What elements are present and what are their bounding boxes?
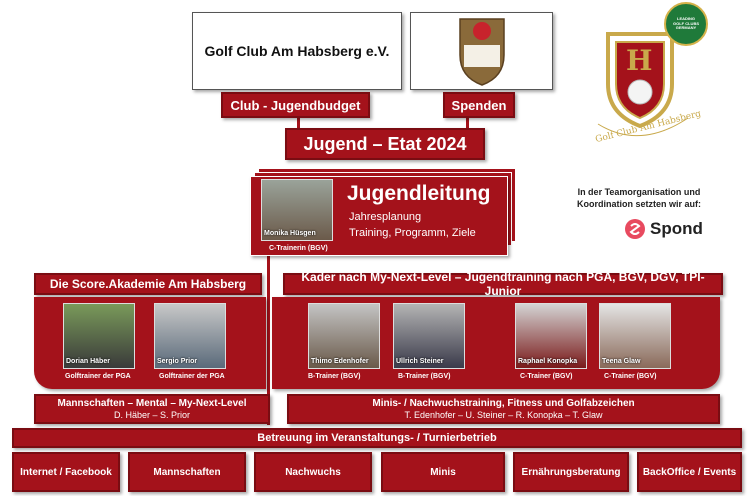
- bottom-item-ernaehrung-label: Ernährungsberatung: [521, 466, 621, 478]
- donations-label: Spenden: [451, 97, 507, 113]
- ullrich-role: B-Trainer (BGV): [398, 373, 451, 380]
- bottom-item-mannschaften[interactable]: Mannschaften: [128, 452, 246, 492]
- score-academy-title: Die Score.Akademie Am Habsberg: [49, 277, 247, 291]
- jugendleitung-title: Jugendleitung: [347, 182, 491, 205]
- kader-title-box: Kader nach My-Next-Level – Jugendtrainin…: [283, 270, 723, 298]
- kader-subnames: T. Edenhofer – U. Steiner – R. Konopka –…: [404, 410, 603, 420]
- kader-subtitle: Minis- / Nachwuchstraining, Fitness und …: [372, 398, 635, 409]
- bottom-item-nachwuchs-label: Nachwuchs: [285, 466, 341, 478]
- photo-thimo: Thimo Edenhofer: [308, 303, 380, 369]
- photo-teena-caption: Teena Glaw: [602, 358, 641, 365]
- photo-raphael: Raphael Konopka: [515, 303, 587, 369]
- thimo-role: B-Trainer (BGV): [308, 373, 361, 380]
- jugendleitung-role: C-Trainerin (BGV): [269, 245, 328, 252]
- score-academy-title-box: Die Score.Akademie Am Habsberg: [34, 273, 262, 295]
- jugendleitung-line-2: Training, Programm, Ziele: [349, 227, 476, 239]
- kader-title: Kader nach My-Next-Level – Jugendtrainin…: [301, 270, 705, 298]
- budget-title-box: Jugend – Etat 2024: [285, 128, 485, 160]
- dorian-role: Golftrainer der PGA: [65, 373, 131, 380]
- kader-panel: Thimo Edenhofer B-Trainer (BGV) Ullrich …: [272, 297, 720, 389]
- bottom-item-ernaehrung[interactable]: Ernährungsberatung: [513, 452, 629, 492]
- foerderverein-logo: [458, 18, 505, 86]
- score-academy-subtitle: Mannschaften – Mental – My-Next-Level: [57, 398, 247, 409]
- bottom-item-minis-label: Minis: [430, 466, 456, 478]
- teena-role: C-Trainer (BGV): [604, 373, 657, 380]
- kader-sub-box: Minis- / Nachwuchstraining, Fitness und …: [287, 394, 720, 424]
- spond-text: In der Teamorganisation und Koordination…: [576, 187, 701, 210]
- betreuung-label: Betreuung im Veranstaltungs- / Turnierbe…: [257, 432, 497, 444]
- bottom-item-backoffice-label: BackOffice / Events: [642, 466, 737, 478]
- jugendleitung-card: Monika Hüsgen C-Trainerin (BGV) Jugendle…: [250, 176, 508, 256]
- betreuung-bar: Betreuung im Veranstaltungs- / Turnierbe…: [12, 428, 742, 448]
- foerderverein-box: [410, 12, 553, 90]
- leading-golf-clubs-badge: LEADING GOLF CLUBS GERMANY: [664, 2, 708, 46]
- crest-letter: H: [626, 44, 653, 77]
- photo-monika-caption: Monika Hüsgen: [264, 230, 316, 237]
- photo-thimo-caption: Thimo Edenhofer: [311, 358, 369, 365]
- sergio-role: Golftrainer der PGA: [159, 373, 225, 380]
- photo-sergio-caption: Sergio Prior: [157, 358, 198, 365]
- club-crest: H Golf Club Am Habsberg: [590, 14, 702, 145]
- budget-title: Jugend – Etat 2024: [303, 133, 467, 154]
- bottom-item-mannschaften-label: Mannschaften: [153, 466, 221, 478]
- photo-monika: Monika Hüsgen: [261, 179, 333, 241]
- club-name-box: Golf Club Am Habsberg e.V.: [192, 12, 402, 90]
- photo-dorian-caption: Dorian Häber: [66, 358, 110, 365]
- spond-icon: [625, 219, 645, 239]
- photo-ullrich-caption: Ullrich Steiner: [396, 358, 444, 365]
- connector-vertical-main: [267, 245, 270, 425]
- bottom-item-minis[interactable]: Minis: [381, 452, 505, 492]
- photo-sergio: Sergio Prior: [154, 303, 226, 369]
- club-budget-label: Club - Jugendbudget: [230, 97, 361, 113]
- bottom-item-nachwuchs[interactable]: Nachwuchs: [254, 452, 372, 492]
- bottom-item-internet[interactable]: Internet / Facebook: [12, 452, 120, 492]
- score-academy-subnames: D. Häber – S. Prior: [113, 410, 191, 420]
- bottom-item-backoffice[interactable]: BackOffice / Events: [637, 452, 742, 492]
- connector-left: [297, 100, 300, 140]
- bottom-item-internet-label: Internet / Facebook: [20, 466, 112, 478]
- spond-logo-text: Spond: [650, 219, 703, 238]
- donations-button[interactable]: Spenden: [443, 92, 515, 118]
- club-name: Golf Club Am Habsberg e.V.: [204, 43, 390, 59]
- photo-dorian: Dorian Häber: [63, 303, 135, 369]
- leading-golf-clubs-text: LEADING GOLF CLUBS GERMANY: [673, 16, 699, 31]
- score-academy-panel: Dorian Häber Golftrainer der PGA Sergio …: [34, 297, 266, 389]
- score-academy-sub-box: Mannschaften – Mental – My-Next-Level D.…: [34, 394, 270, 424]
- jugendleitung-line-1: Jahresplanung: [349, 211, 422, 223]
- club-budget-button[interactable]: Club - Jugendbudget: [221, 92, 370, 118]
- spond-logo: Spond: [624, 218, 703, 240]
- photo-ullrich: Ullrich Steiner: [393, 303, 465, 369]
- raphael-role: C-Trainer (BGV): [520, 373, 573, 380]
- crest-graphic: [597, 32, 689, 137]
- photo-raphael-caption: Raphael Konopka: [518, 358, 578, 365]
- photo-teena: Teena Glaw: [599, 303, 671, 369]
